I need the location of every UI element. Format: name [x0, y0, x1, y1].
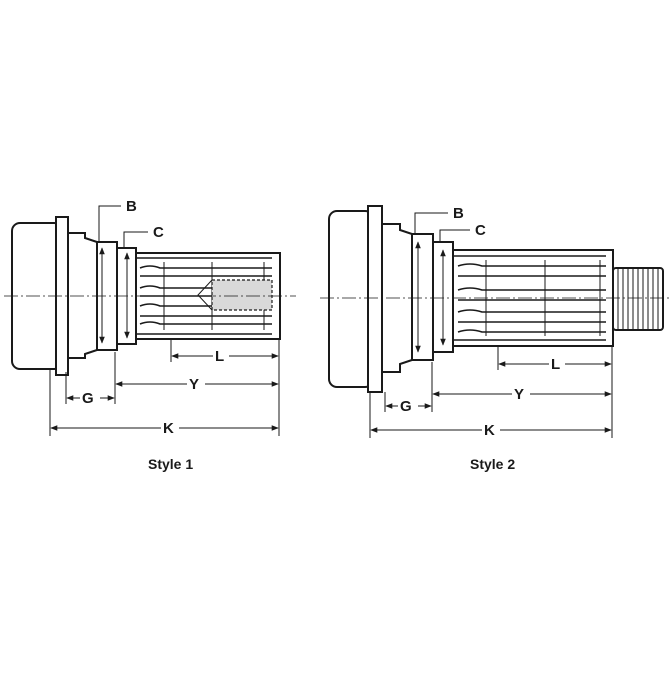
style1-caption: Style 1	[148, 456, 193, 472]
style2-flange	[328, 210, 374, 388]
style1-threaded-bore	[211, 279, 273, 311]
style1-label-C: C	[153, 224, 164, 241]
style1-label-B: B	[126, 198, 137, 215]
style2-label-K: K	[484, 422, 495, 439]
style2-thread-lines	[617, 268, 659, 330]
style2-label-B: B	[453, 205, 464, 222]
style1-neck	[67, 232, 98, 359]
style2-label-Y: Y	[514, 386, 524, 403]
style2-spline-teeth	[457, 260, 606, 336]
style1-label-L: L	[215, 348, 224, 365]
style-1-drawing: B C L Y G K Style 1	[4, 196, 296, 472]
style1-drill-point	[197, 279, 213, 311]
style2-bearing-seat	[411, 233, 434, 361]
style1-label-Y: Y	[189, 376, 199, 393]
style-2-drawing: B C L Y G K Style 2	[320, 203, 670, 472]
style2-label-G: G	[400, 398, 412, 415]
style1-label-G: G	[82, 390, 94, 407]
style2-label-C: C	[475, 222, 486, 239]
style2-caption: Style 2	[470, 456, 515, 472]
style1-label-K: K	[163, 420, 174, 437]
style2-flange-ring	[367, 205, 383, 393]
style2-label-L: L	[551, 356, 560, 373]
